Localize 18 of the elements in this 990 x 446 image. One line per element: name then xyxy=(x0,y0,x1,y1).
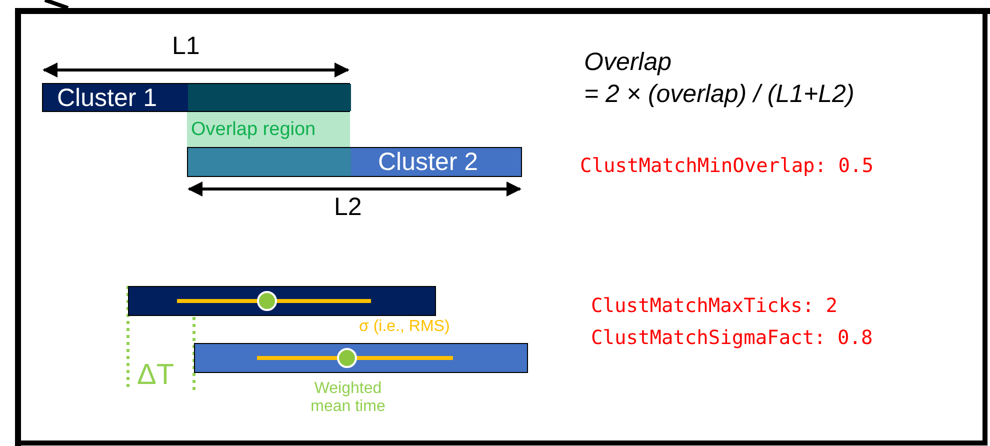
dimension-label: L1 xyxy=(172,32,200,61)
parameter-text: ClustMatchMaxTicks: 2 xyxy=(591,295,838,318)
cluster-bar xyxy=(128,286,436,316)
parameter-text: ClustMatchMinOverlap: 0.5 xyxy=(580,155,874,178)
dimension-label: L2 xyxy=(334,193,362,222)
bar-label: Overlap region xyxy=(191,120,316,139)
overlap-region xyxy=(187,112,350,147)
cluster-bar xyxy=(194,343,528,373)
mean-time-label: Weighted mean time xyxy=(310,380,386,417)
bar-label: Cluster 2 xyxy=(378,150,478,175)
sigma-label: σ (i.e., RMS) xyxy=(359,318,450,336)
delta-t-label: ΔT xyxy=(137,359,174,392)
formula-text: = 2 × (overlap) / (L1+L2) xyxy=(584,80,854,109)
cluster-bar xyxy=(42,83,350,112)
bar-label: Cluster 1 xyxy=(57,86,158,111)
formula-text: Overlap xyxy=(584,48,672,77)
parameter-text: ClustMatchSigmaFact: 0.8 xyxy=(591,327,873,350)
cluster-bar xyxy=(187,147,522,177)
